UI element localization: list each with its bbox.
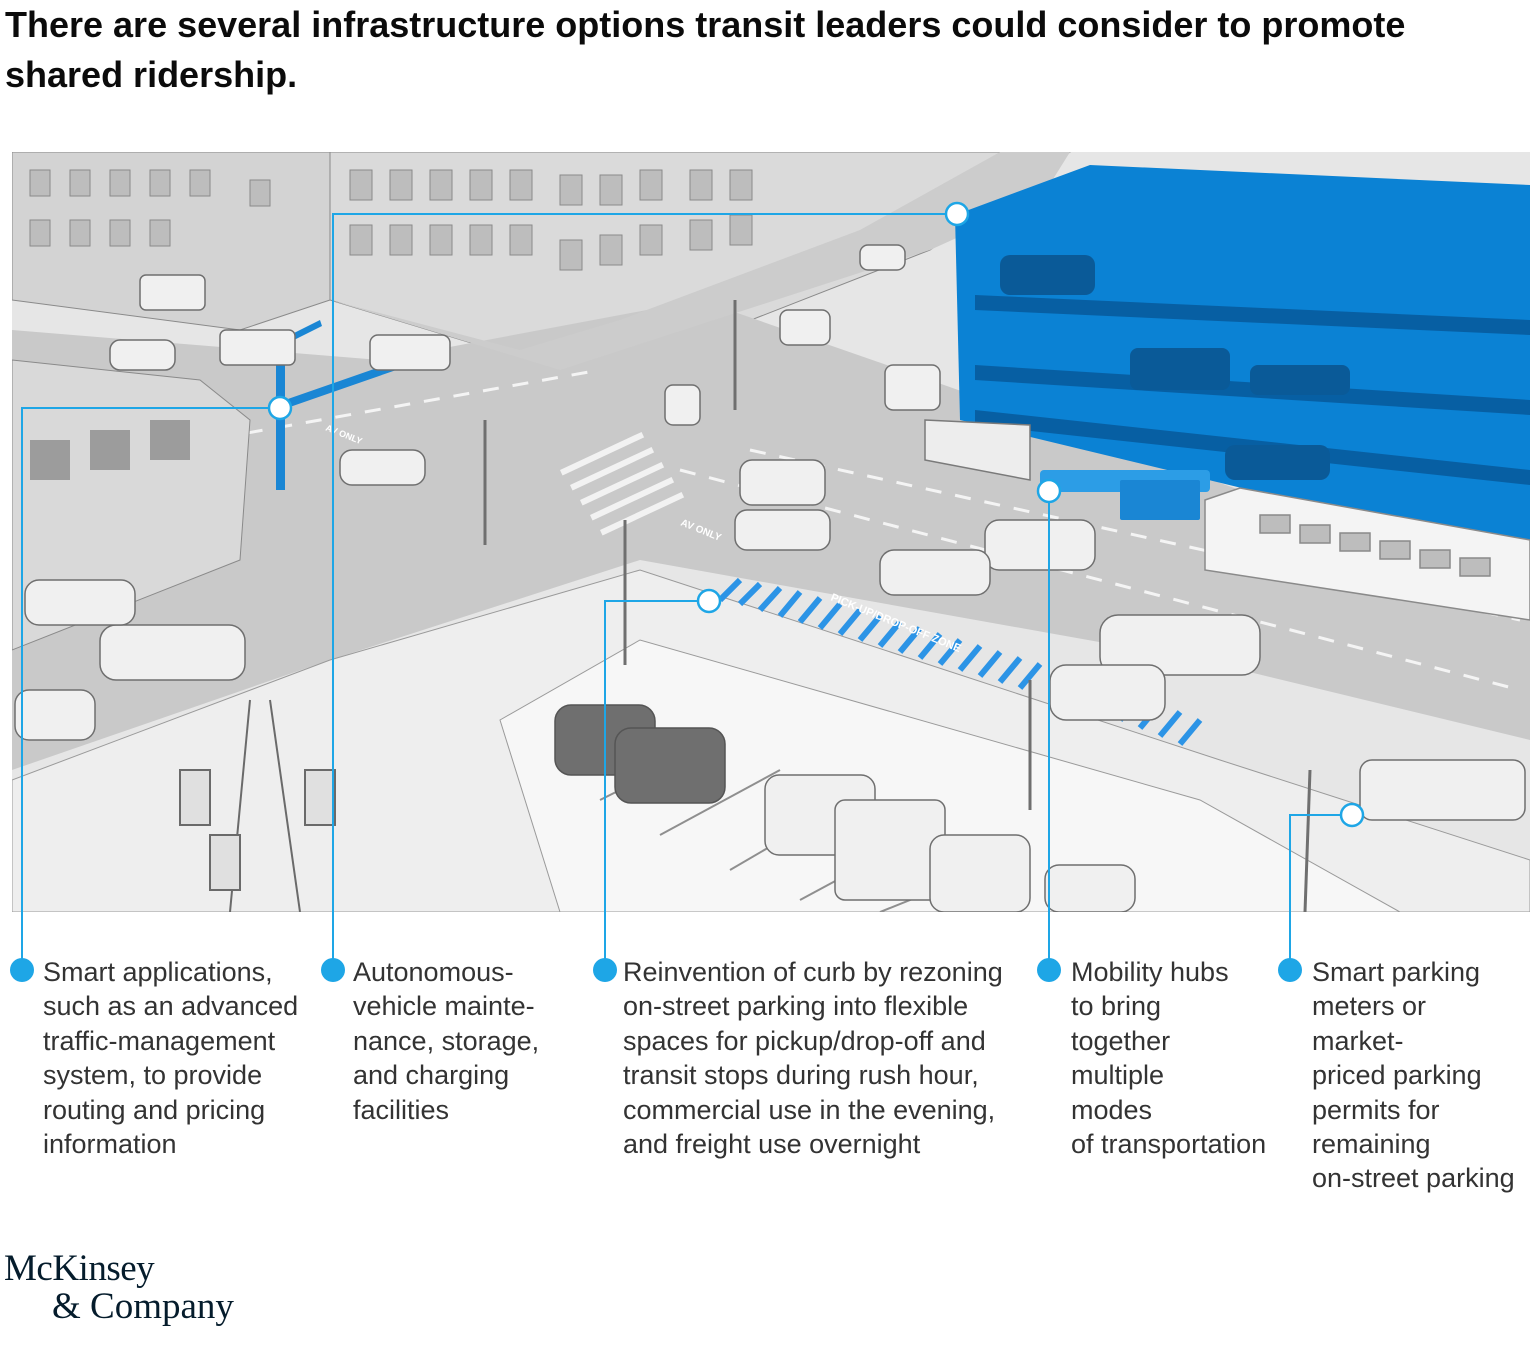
page-title: There are several infrastructure options…: [5, 4, 1406, 95]
callout-markers: [267, 201, 1365, 828]
logo-line-1: McKinsey: [4, 1248, 155, 1289]
road-cars: [14, 244, 1526, 821]
bullet-2: [321, 958, 345, 982]
building-left-windows: [30, 420, 190, 480]
marker-3: [696, 588, 722, 614]
bus-shelter: [924, 419, 1031, 481]
leader-line-3: [604, 600, 709, 968]
bullet-1: [10, 958, 34, 982]
logo-line-2: & Company: [52, 1286, 234, 1327]
callout-bullets: [10, 958, 1302, 982]
bullet-5: [1278, 958, 1302, 982]
marker-5: [1339, 802, 1365, 828]
marker-1: [267, 395, 293, 421]
lot-cars-light: [764, 774, 1136, 912]
bus: [1204, 487, 1530, 621]
building-left-front: [12, 359, 251, 651]
callout-curb-reinvention: Reinvention of curb by rezoning on-stree…: [623, 957, 1003, 1160]
bike-share-dock: [1040, 470, 1210, 520]
garage-cars: [1000, 255, 1350, 480]
road-cross: [330, 152, 1070, 370]
bullet-4: [1037, 958, 1061, 982]
callout-mobility-hubs: Mobility hubs to bring together multiple…: [1071, 957, 1267, 1160]
mckinsey-logo: McKinsey & Company: [4, 1250, 234, 1326]
callout-leader-lines: [21, 213, 1352, 968]
bullet-3: [593, 958, 617, 982]
crosswalk: [560, 431, 685, 536]
callout-smart-applications: Smart applications, such as an advanced …: [43, 957, 299, 1160]
cell-tower: [179, 699, 336, 912]
marker-4: [1036, 478, 1062, 504]
building-windows: [29, 169, 753, 271]
leader-line-5: [1289, 814, 1352, 968]
marker-2: [944, 201, 970, 227]
leader-line-2: [332, 213, 957, 968]
street-poles: [483, 300, 1312, 912]
callout-smart-parking: Smart parking meters or market- priced p…: [1312, 957, 1515, 1194]
callout-av-maintenance: Autonomous- vehicle mainte- nance, stora…: [353, 957, 540, 1125]
leader-line-1: [21, 407, 280, 968]
parking-lot: [499, 639, 1402, 912]
